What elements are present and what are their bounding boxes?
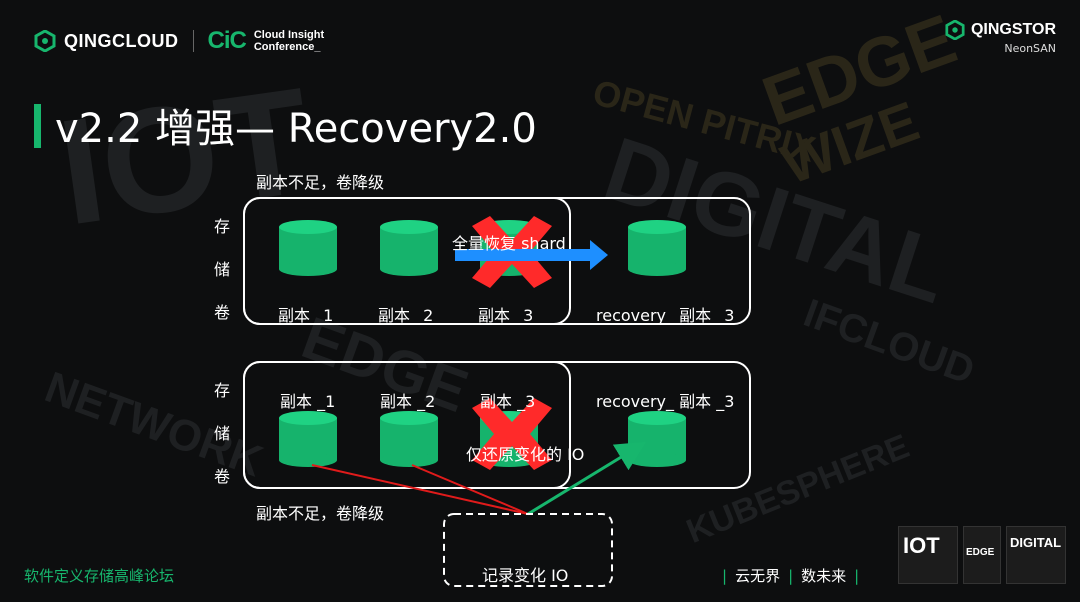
header-divider xyxy=(192,30,194,52)
thumbnail-digital: DIGITAL xyxy=(1006,526,1066,584)
bottom-replica-1-cylinder-icon xyxy=(279,411,337,467)
change-log-label: 记录变化 IO xyxy=(482,566,569,585)
top-replica-1-cylinder-icon xyxy=(279,220,337,276)
incremental-recovery-arrow-icon xyxy=(527,441,647,516)
brand-name: QINGCLOUD xyxy=(64,30,179,51)
page-title: v2.2 增强— Recovery2.0 xyxy=(55,106,537,152)
top-recovery-cylinder-icon xyxy=(628,220,686,276)
top-volume-label: 存 储 卷 xyxy=(213,217,230,322)
qingstor-logo: QINGSTOR NeonSAN xyxy=(945,20,1056,55)
replica-2-io-line xyxy=(411,464,529,515)
top-replica-2-cylinder-icon xyxy=(380,220,438,276)
bottom-replica-2-label: 副本 _2 xyxy=(380,392,436,411)
bottom-failed-cross-icon xyxy=(472,398,552,470)
slogan: |云无界|数未来| xyxy=(722,567,860,585)
qingcloud-logo-icon xyxy=(34,30,56,52)
bottom-replica-3-label: 副本 _3 xyxy=(480,392,536,411)
replica-1-io-line xyxy=(311,464,529,515)
qingstor-logo-icon xyxy=(945,20,965,40)
bottom-replica-1-label: 副本 _1 xyxy=(280,392,336,411)
bottom-volume-label: 存 储 卷 xyxy=(213,381,230,486)
top-replica-1-label: 副本 _1 xyxy=(278,306,334,325)
bottom-replica-2-cylinder-icon xyxy=(380,411,438,467)
bottom-recovery-cylinder-icon xyxy=(628,411,686,467)
conference-name: Cloud Insight Conference_ xyxy=(253,29,325,53)
bottom-recovery-box xyxy=(243,361,751,489)
bottom-recovery-label: recovery_ 副本 _3 xyxy=(596,392,735,411)
top-recovery-box xyxy=(243,197,751,325)
full-recovery-label: 全量恢复 shard xyxy=(452,234,566,253)
thumbnail-iot: IOT xyxy=(898,526,958,584)
thumbnail-edge: EDGE xyxy=(963,526,1001,584)
full-recovery-arrow-icon xyxy=(455,240,608,270)
top-caption: 副本不足，卷降级 xyxy=(256,173,385,192)
forum-name: 软件定义存储高峰论坛 xyxy=(24,567,175,585)
incremental-io-label: 仅还原变化的 IO xyxy=(466,445,585,464)
change-log-box xyxy=(443,513,613,587)
title-accent-bar xyxy=(34,104,41,148)
top-replica-3-label: 副本 _3 xyxy=(478,306,534,325)
cic-logo: CiC xyxy=(207,27,247,54)
top-recovery-label: recovery_ 副本 _3 xyxy=(596,306,735,325)
header: QINGCLOUD CiC Cloud Insight Conference_ xyxy=(34,24,324,58)
top-replica-2-label: 副本 _2 xyxy=(378,306,434,325)
bottom-caption: 副本不足，卷降级 xyxy=(256,504,385,523)
conference-thumbnails: IOT EDGE DIGITAL xyxy=(898,526,1066,584)
